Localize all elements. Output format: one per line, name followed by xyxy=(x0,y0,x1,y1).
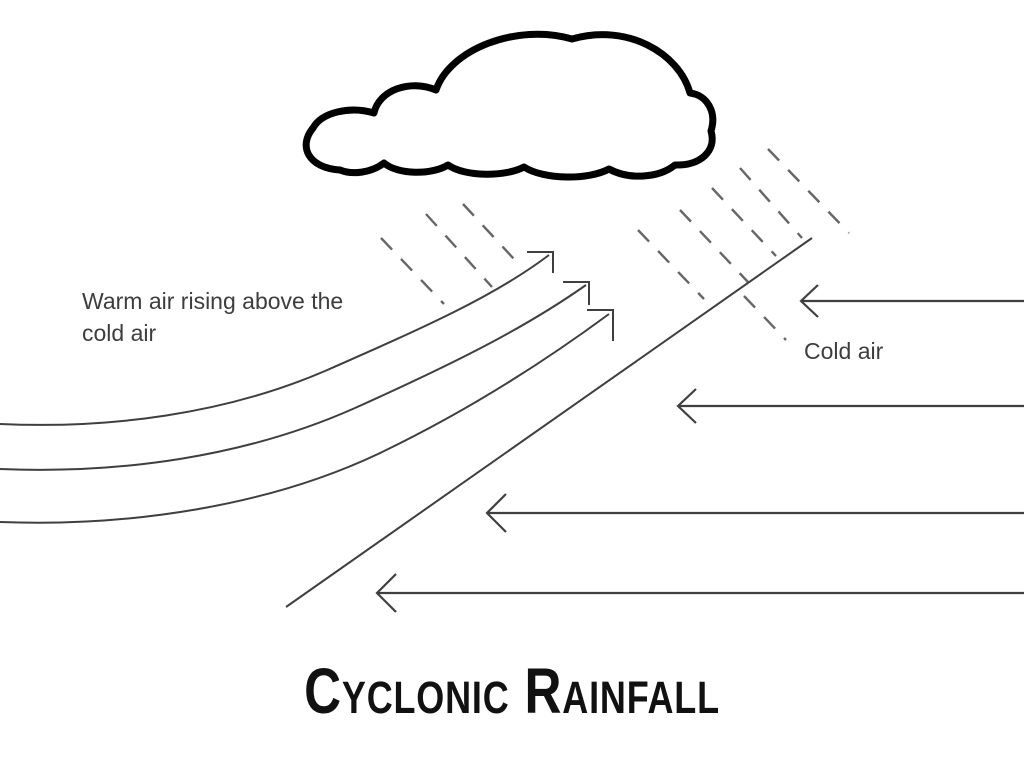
cold-air-arrow xyxy=(799,284,1024,318)
cold-air-arrow xyxy=(375,573,1024,613)
rain-dash xyxy=(739,167,803,239)
rain-dash xyxy=(637,229,705,300)
warm-stream-line xyxy=(0,313,610,524)
arrow-left-icon xyxy=(799,284,819,318)
rain-dash xyxy=(767,148,850,234)
rain-dash xyxy=(380,237,445,305)
diagram-title: Cyclonic Rainfall xyxy=(304,655,720,727)
cold-air-arrow xyxy=(485,493,1024,533)
cloud-icon xyxy=(302,30,717,181)
rain-dashes-left xyxy=(380,203,515,305)
warm-air-streamlines xyxy=(0,251,614,524)
warm-air-label-line2: cold air xyxy=(82,319,157,346)
rain-dash xyxy=(425,213,493,288)
warm-air-label: Warm air rising above the cold air xyxy=(82,286,343,349)
warm-stream-arrowhead-icon xyxy=(587,309,614,341)
rain-dash xyxy=(462,203,515,260)
cold-air-label: Cold air xyxy=(804,338,884,364)
rain-dash xyxy=(711,187,777,257)
warm-stream-line xyxy=(0,254,550,426)
warm-stream-arrowhead-icon xyxy=(563,281,590,305)
rain-dash xyxy=(679,209,749,283)
rain-dashes-right xyxy=(637,148,850,341)
rain-dash xyxy=(743,295,787,341)
arrow-left-icon xyxy=(676,388,697,424)
front-boundary-line xyxy=(285,237,813,608)
cold-air-arrow xyxy=(676,388,1024,424)
arrow-left-icon xyxy=(375,573,397,613)
arrow-left-icon xyxy=(485,493,507,533)
cold-air-arrows xyxy=(375,284,1024,613)
warm-stream-arrowhead-icon xyxy=(527,251,554,273)
warm-stream-line xyxy=(0,284,587,471)
warm-air-label-line1: Warm air rising above the xyxy=(82,288,344,314)
